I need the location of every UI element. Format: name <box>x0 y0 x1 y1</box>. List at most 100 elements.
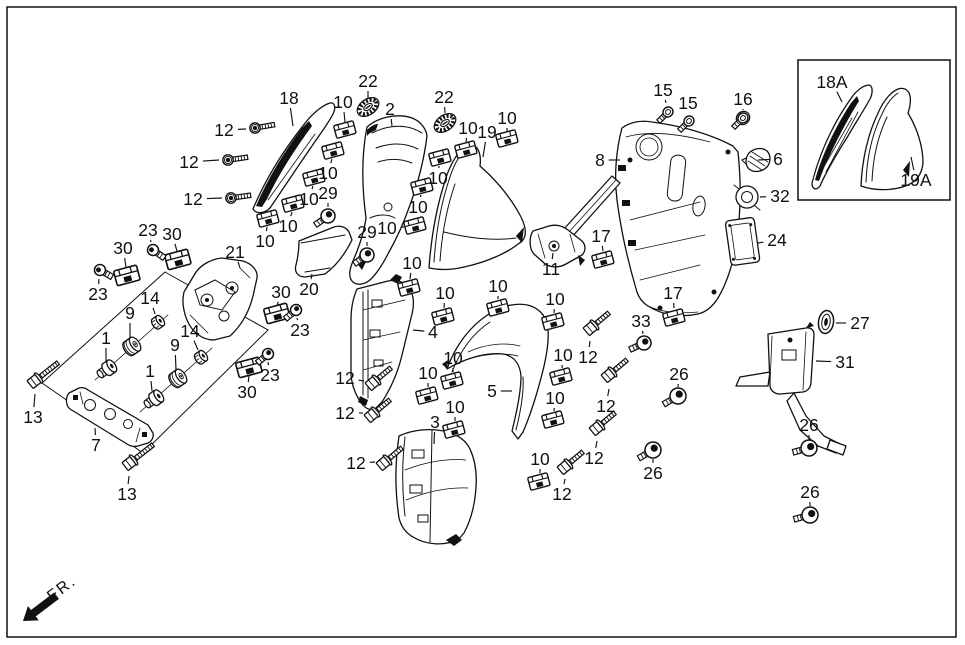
boltFlange-icon <box>363 397 393 423</box>
part-number-label: 13 <box>23 407 42 427</box>
grom22-icon <box>356 97 380 117</box>
nut-icon <box>193 349 209 365</box>
screwPan-icon <box>225 192 252 204</box>
part-number-label: 19A <box>900 170 931 190</box>
leader-line <box>836 91 843 103</box>
grom27-icon <box>817 309 835 335</box>
clip-icon <box>410 177 434 196</box>
part-number-label: 12 <box>596 396 615 416</box>
leader-line <box>757 158 770 161</box>
part-number-label: 12 <box>335 368 354 388</box>
part-number-label: 29 <box>318 183 337 203</box>
clip-icon <box>541 312 565 331</box>
part-number-label: 13 <box>117 484 136 504</box>
part-number-label: 10 <box>408 197 428 217</box>
clip-icon <box>333 120 357 139</box>
screwPan-icon <box>222 154 249 166</box>
dome-icon <box>792 506 819 524</box>
part-number-label: 10 <box>333 92 353 112</box>
clip-icon <box>281 194 305 213</box>
part-number-label: 10 <box>545 289 565 309</box>
leader-line <box>482 141 486 158</box>
part-number-label: 29 <box>357 222 376 242</box>
part-number-label: 10 <box>428 168 448 188</box>
part-number-label: 10 <box>488 276 508 296</box>
bush9-icon <box>122 336 142 357</box>
bush1-icon <box>143 389 165 409</box>
part-number-label: 23 <box>88 284 107 304</box>
part-number-label: 30 <box>162 224 182 244</box>
clip-icon <box>527 472 551 491</box>
part-number-label: 17 <box>591 226 610 246</box>
leader-line <box>310 273 313 280</box>
leader-line <box>124 257 127 268</box>
leader-line <box>202 159 220 162</box>
leader-line <box>193 340 199 351</box>
dome-icon <box>351 247 375 268</box>
part-number-label: 12 <box>346 453 365 473</box>
part-number-label: 8 <box>595 150 605 170</box>
leader-line <box>551 252 554 260</box>
part-number-label: 15 <box>678 93 697 113</box>
part-number-label: 27 <box>850 313 869 333</box>
part-20 <box>294 225 353 278</box>
leader-line <box>588 340 591 348</box>
dome-icon <box>661 387 687 408</box>
leader-line <box>330 158 333 164</box>
bush9-icon <box>168 368 188 389</box>
dome-icon <box>282 303 303 322</box>
leader-line <box>465 137 468 143</box>
part-number-label: 10 <box>435 283 455 303</box>
leader-line <box>664 99 667 104</box>
part-number-label: 19 <box>477 122 496 142</box>
part-number-label: 10 <box>299 189 319 209</box>
clip-icon <box>440 371 464 390</box>
dome-icon <box>93 263 115 281</box>
cyl-icon <box>655 106 674 125</box>
part-24 <box>724 216 761 266</box>
leader-line <box>419 194 422 198</box>
leader-line <box>409 272 412 280</box>
part-number-label: 26 <box>800 482 819 502</box>
part-number-label: 15 <box>653 80 672 100</box>
fr-arrow-icon <box>23 592 59 621</box>
part-21 <box>182 257 258 341</box>
part-number-label: 11 <box>542 259 560 279</box>
part-number-label: 18A <box>816 72 847 92</box>
part-3 <box>395 429 477 546</box>
part-number-label: 26 <box>799 415 818 435</box>
dome-icon <box>254 347 275 366</box>
clip-icon <box>256 209 280 228</box>
clip-icon <box>541 410 565 429</box>
dome-icon <box>791 439 818 457</box>
grom22-icon <box>433 113 457 133</box>
part-number-label: 10 <box>377 218 397 238</box>
leader-line <box>174 243 178 252</box>
boltFlange-icon <box>26 360 61 389</box>
part-number-label: 30 <box>237 382 257 402</box>
part-number-label: 12 <box>214 120 233 140</box>
leader-lines-layer <box>33 91 915 506</box>
part-number-label: 10 <box>553 345 573 365</box>
leader-line <box>265 226 268 232</box>
dome-icon <box>312 208 336 229</box>
part-number-label: 5 <box>487 381 497 401</box>
leader-line <box>206 197 223 200</box>
clip-icon <box>591 250 615 269</box>
part-number-label: 10 <box>545 388 565 408</box>
leader-line <box>595 440 598 449</box>
bush1-icon <box>96 359 118 379</box>
part-number-label: 7 <box>91 435 101 455</box>
nut-icon <box>150 314 166 330</box>
part-number-label: 1 <box>145 361 155 381</box>
clip-icon <box>113 264 141 287</box>
part-number-label: 10 <box>443 348 463 368</box>
part-number-label: 12 <box>335 403 354 423</box>
part-number-label: 10 <box>497 108 517 128</box>
clip-icon <box>403 216 427 235</box>
part-number-label: 12 <box>578 347 597 367</box>
leader-line <box>433 431 436 445</box>
